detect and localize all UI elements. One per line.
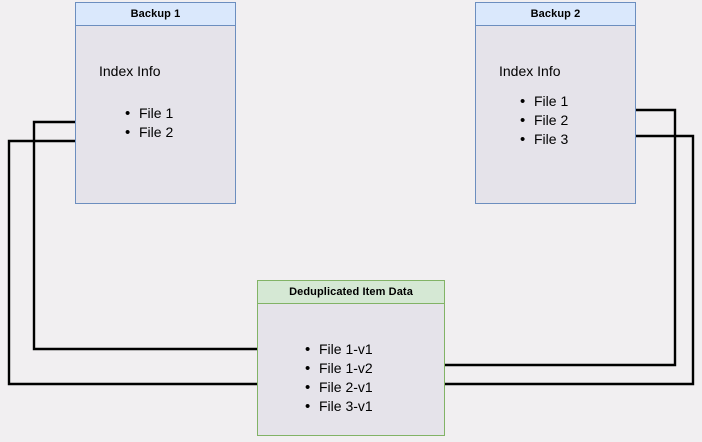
node-deduplicated-item-data-body: File 1-v1 File 1-v2 File 2-v1 File 3-v1	[258, 304, 444, 435]
dedup-item-list: File 1-v1 File 1-v2 File 2-v1 File 3-v1	[305, 340, 373, 416]
list-item[interactable]: File 3-v1	[305, 397, 373, 416]
backup-2-file-list: File 1 File 2 File 3	[520, 92, 568, 149]
list-item[interactable]: File 1-v1	[305, 340, 373, 359]
node-backup-2-body: Index Info File 1 File 2 File 3	[476, 26, 635, 203]
node-deduplicated-item-data-title: Deduplicated Item Data	[258, 281, 444, 304]
backup-1-file-list: File 1 File 2	[125, 104, 173, 142]
node-deduplicated-item-data[interactable]: Deduplicated Item Data File 1-v1 File 1-…	[257, 280, 445, 436]
list-item[interactable]: File 3	[520, 130, 568, 149]
node-backup-1-title: Backup 1	[76, 3, 235, 26]
list-item[interactable]: File 1	[125, 104, 173, 123]
list-item[interactable]: File 2-v1	[305, 378, 373, 397]
node-backup-1-body: Index Info File 1 File 2	[76, 26, 235, 203]
node-backup-1[interactable]: Backup 1 Index Info File 1 File 2	[75, 2, 236, 204]
list-item[interactable]: File 2	[125, 123, 173, 142]
node-backup-2[interactable]: Backup 2 Index Info File 1 File 2 File 3	[475, 2, 636, 204]
node-backup-2-title: Backup 2	[476, 3, 635, 26]
list-item[interactable]: File 1	[520, 92, 568, 111]
backup-2-index-info-label: Index Info	[499, 63, 561, 79]
backup-1-index-info-label: Index Info	[99, 63, 161, 79]
list-item[interactable]: File 2	[520, 111, 568, 130]
list-item[interactable]: File 1-v2	[305, 359, 373, 378]
